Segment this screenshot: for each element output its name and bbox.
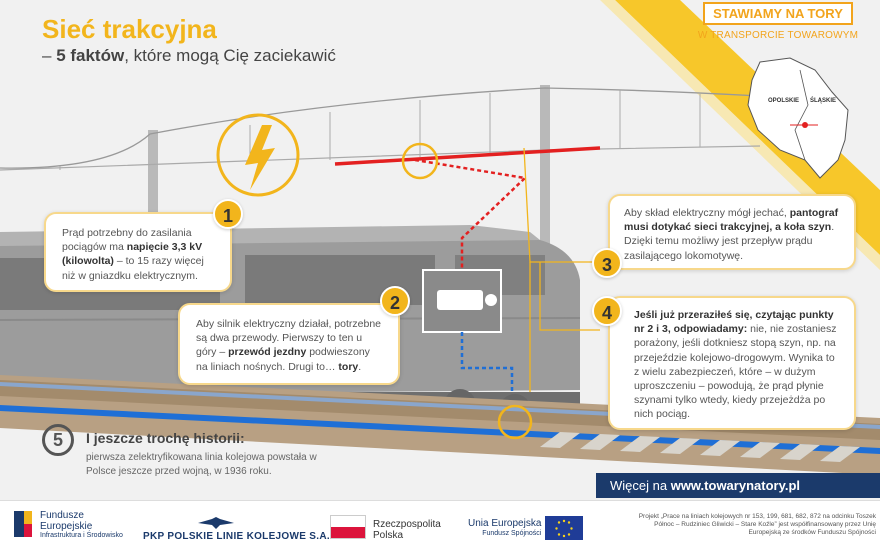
map-label-opolskie: OPOLSKIE	[768, 98, 800, 104]
region-map	[747, 57, 849, 179]
brand-sub: W TRANSPORCIE TOWAROWYM	[697, 30, 859, 41]
footer: Fundusze Europejskie Infrastruktura i Śr…	[0, 500, 880, 540]
fact-4-number: 4	[592, 296, 622, 326]
pkp-plk-text: PKP POLSKIE LINIE KOLEJOWE S.A.	[143, 531, 330, 540]
fact-5-number: 5	[42, 424, 74, 456]
fact-3-callout: Aby skład elektryczny mógł jechać, panto…	[608, 194, 856, 270]
polish-flag-icon	[330, 515, 366, 539]
brand-main: STAWIAMY NA TORY	[703, 2, 853, 25]
rail	[0, 405, 880, 454]
wheel-highlight	[497, 404, 533, 440]
page-subtitle: – 5 faktów, które mogą Cię zaciekawić	[42, 46, 336, 65]
pkp-plk-icon	[198, 517, 234, 529]
map-label-slaskie: ŚLĄSKIE	[810, 98, 837, 104]
fact-2-number: 2	[380, 286, 410, 316]
fact-5-title: I jeszcze trochę historii:	[86, 430, 245, 446]
page-title: Sieć trakcyjna	[42, 14, 217, 44]
website-link[interactable]: Więcej na www.towarynatory.pl	[596, 473, 880, 498]
fact-2-callout: Aby silnik elektryczny działał, potrzebn…	[178, 303, 400, 385]
eu-flag-icon	[545, 516, 583, 540]
fundusze-europejskie-text: Fundusze Europejskie Infrastruktura i Śr…	[40, 510, 123, 539]
sleepers	[540, 432, 860, 462]
return-path	[460, 332, 514, 410]
eu-text: Unia Europejska Fundusz Spójności	[468, 518, 542, 537]
rzeczpospolita-text: Rzeczpospolita Polska	[373, 519, 441, 540]
fact-5-body: pierwsza zelektryfikowana linia kolejowa…	[86, 452, 317, 477]
project-info: Projekt „Prace na liniach kolejowych nr …	[638, 513, 876, 537]
lightning-circle	[216, 113, 300, 197]
lightning-icon	[245, 125, 275, 190]
pantograph	[414, 158, 528, 272]
brand-logo: STAWIAMY NA TORY W TRANSPORCIE TOWAROWYM	[694, 2, 862, 41]
fact-3-number: 3	[592, 248, 622, 278]
fact-1-callout: Prąd potrzebny do zasilania pociągów ma …	[44, 212, 232, 292]
fact-4-callout: Jeśli już przeraziłeś się, czytając punk…	[608, 296, 856, 430]
fact-1-number: 1	[213, 199, 243, 229]
contact-wire	[334, 146, 601, 166]
fundusze-europejskie-icon	[14, 511, 32, 537]
pantograph-highlight	[401, 142, 439, 180]
